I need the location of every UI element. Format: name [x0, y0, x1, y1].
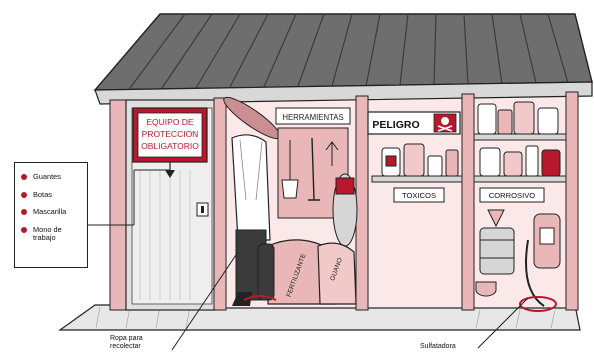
sign-line-2: PROTECCION — [142, 129, 199, 139]
tools-label: HERRAMIENTAS — [282, 113, 343, 122]
protection-equipment-legend: Guantes Botas Mascarilla Mono de trabajo — [14, 162, 88, 268]
roof — [95, 14, 592, 104]
toxic-label: TOXICOS — [402, 191, 436, 200]
bullet-icon — [21, 174, 27, 180]
danger-sign: PELIGRO — [368, 112, 460, 134]
corrosive-tag: CORROSIVO — [480, 188, 544, 202]
legend-list: Guantes Botas Mascarilla Mono de trabajo — [15, 163, 87, 243]
legend-item: Mascarilla — [21, 208, 87, 217]
legend-item: Mono de trabajo — [21, 226, 85, 243]
bullet-icon — [21, 209, 27, 215]
danger-label: PELIGRO — [372, 119, 419, 131]
corrosive-label: CORROSIVO — [489, 191, 536, 200]
harvest-clothes-text: Ropa para recolectar — [110, 335, 143, 350]
harvest-clothes-caption: Ropa para recolectar — [110, 335, 168, 350]
sacks: FERTILIZANTE GUANO — [268, 240, 356, 304]
door-latch-icon — [197, 203, 208, 216]
sign-line-1: EQUIPO DE — [146, 117, 194, 127]
sprayer-text: Sulfatadora — [420, 343, 456, 350]
legend-item-label: Mascarilla — [33, 207, 66, 216]
legend-item: Guantes — [21, 173, 87, 182]
toxic-tag: TOXICOS — [394, 188, 444, 202]
legend-item-label: Guantes — [33, 172, 61, 181]
legend-item: Botas — [21, 191, 87, 200]
bullet-icon — [21, 227, 27, 233]
backpack-sprayer — [333, 174, 357, 246]
sprayer-caption: Sulfatadora — [420, 343, 480, 351]
sign-line-3: OBLIGATORIO — [141, 141, 199, 151]
legend-item-label: Mono de trabajo — [33, 225, 62, 243]
mandatory-protection-sign: EQUIPO DE PROTECCION OBLIGATORIO — [133, 108, 207, 162]
legend-item-label: Botas — [33, 190, 52, 199]
bullet-icon — [21, 192, 27, 198]
